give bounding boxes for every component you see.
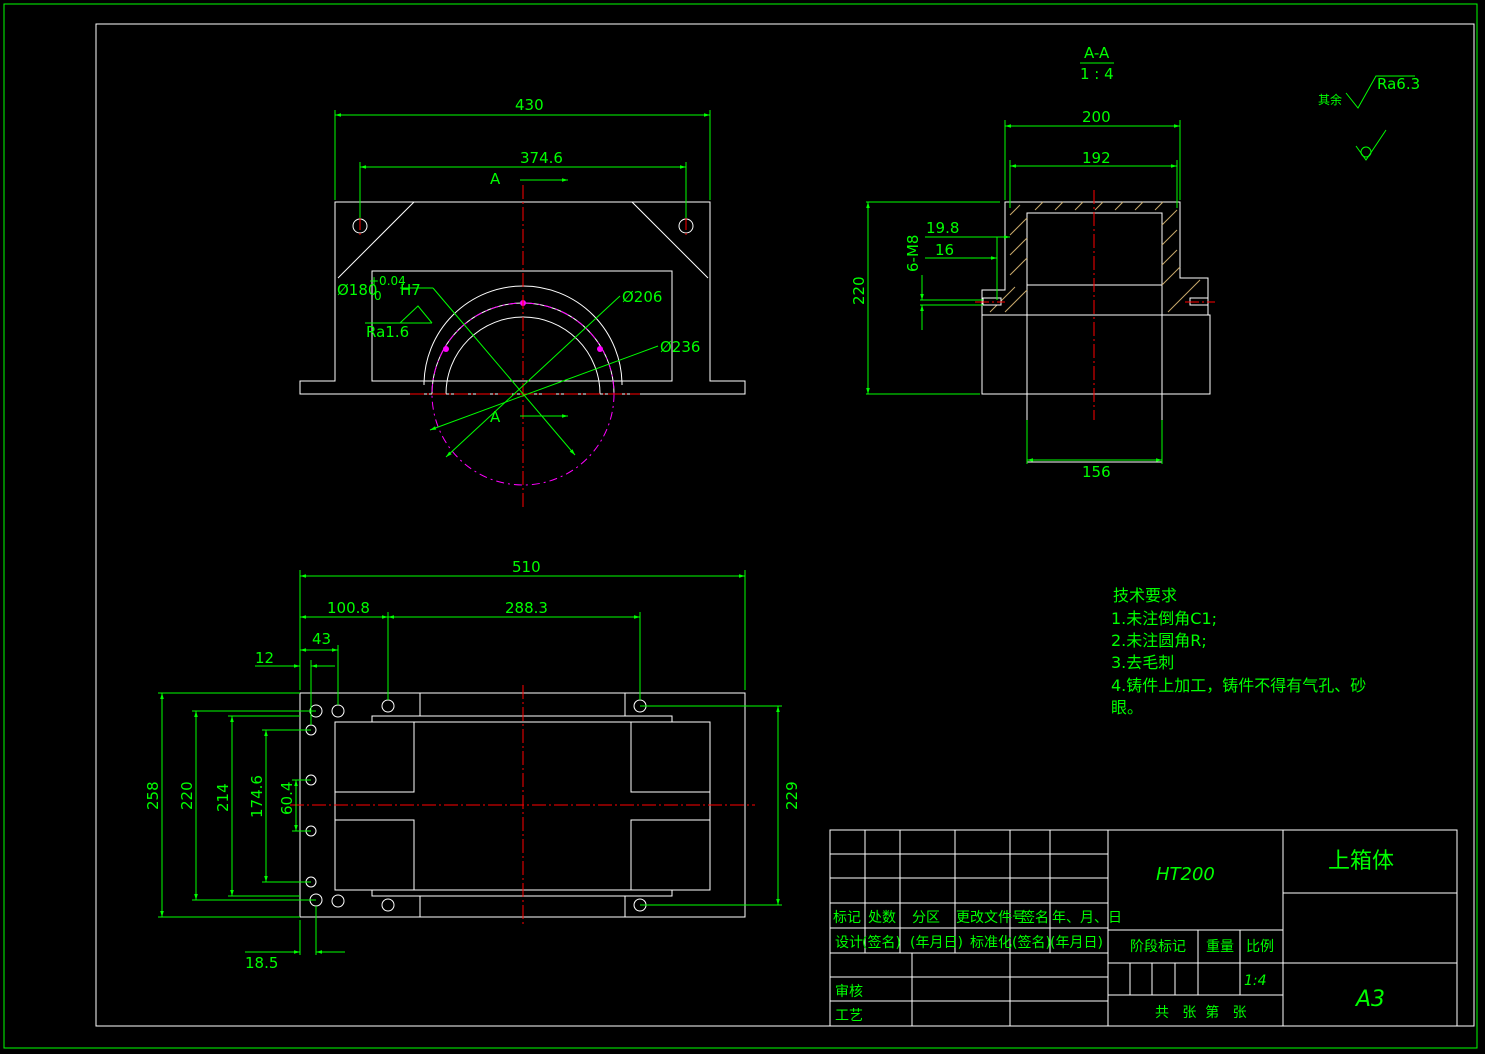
part-name: 上箱体 [1328, 849, 1394, 874]
hdr-sign: 签名 [1021, 909, 1049, 926]
section-scale: 1 : 4 [1080, 65, 1114, 83]
dim-236: Ø236 [660, 338, 700, 356]
process-label: 工艺 [835, 1008, 863, 1024]
title-block [829, 829, 1458, 1027]
scale-value: 1:4 [1244, 973, 1267, 989]
tech-item-1: 1.未注倒角C1; [1111, 609, 1217, 628]
dim-229: 229 [783, 781, 801, 810]
design-label: 设计 [835, 935, 863, 951]
dim-430: 430 [515, 96, 544, 114]
std-label: 标准化 [970, 935, 1012, 951]
dim-bore-tol-upper: +0.04 [369, 274, 406, 288]
std-date: (年月日) [1050, 935, 1103, 951]
dim-258: 258 [144, 781, 162, 810]
dim-220-side: 220 [850, 276, 868, 305]
dim-220-top: 220 [178, 781, 196, 810]
dim-156: 156 [1082, 463, 1111, 481]
dim-bore-fit: H7 [400, 281, 421, 299]
section-mark-top: A [490, 170, 501, 188]
hdr-count: 处数 [868, 910, 896, 926]
tech-item-3: 3.去毛刺 [1111, 653, 1174, 672]
tech-title: 技术要求 [1113, 586, 1177, 605]
roughness-rest-value: Ra6.3 [1377, 75, 1420, 93]
dim-16: 16 [935, 241, 954, 259]
sheet-size: A3 [1354, 987, 1385, 1012]
outer-frame [3, 3, 1478, 1049]
roughness-symbol-icon [1345, 75, 1415, 161]
section-mark-bottom: A [490, 408, 501, 426]
dim-19-8: 19.8 [926, 219, 959, 237]
hdr-mark: 标记 [833, 910, 861, 926]
design-sign: (签名) [862, 934, 901, 951]
weight-label: 重量 [1206, 939, 1234, 955]
material: HT200 [1156, 864, 1215, 885]
dim-510: 510 [512, 558, 541, 576]
hdr-date: 年、月、日 [1052, 910, 1122, 926]
hdr-change-doc: 更改文件号 [956, 910, 1026, 926]
section-label: A-A [1084, 44, 1110, 62]
dim-206: Ø206 [622, 288, 662, 306]
tech-item-4: 4.铸件上加工，铸件不得有气孔、砂 [1111, 676, 1366, 695]
dim-bore-180: Ø180 [337, 281, 377, 299]
dim-60-4: 60.4 [278, 782, 296, 815]
top-view [158, 570, 782, 955]
front-view [299, 110, 746, 510]
dim-6-m8: 6-M8 [904, 235, 922, 272]
dim-12: 12 [255, 649, 274, 667]
dim-200: 200 [1082, 108, 1111, 126]
dim-100-8: 100.8 [327, 599, 370, 617]
std-sign: (签名) [1012, 934, 1051, 951]
dim-18-5: 18.5 [245, 954, 278, 972]
inner-frame [95, 23, 1475, 1027]
roughness-rest-label: 其余 [1318, 92, 1342, 107]
hdr-zone: 分区 [912, 910, 940, 926]
tech-item-4-cont: 眼。 [1111, 698, 1143, 717]
dim-43: 43 [312, 630, 331, 648]
roughness-bore: Ra1.6 [366, 323, 409, 341]
dim-214: 214 [214, 783, 232, 812]
dim-bore-tol-lower: 0 [374, 289, 382, 303]
design-date: (年月日) [910, 935, 963, 951]
dim-374-6: 374.6 [520, 149, 563, 167]
dim-192: 192 [1082, 149, 1111, 167]
tech-item-2: 2.未注圆角R; [1111, 631, 1207, 650]
stage-label: 阶段标记 [1130, 939, 1186, 955]
side-view [866, 120, 1215, 464]
review-label: 审核 [835, 984, 863, 1000]
ratio-label: 比例 [1246, 939, 1274, 955]
dim-288-3: 288.3 [505, 599, 548, 617]
dim-174-6: 174.6 [248, 775, 266, 818]
sheet-info: 共 张 第 张 [1155, 1004, 1247, 1021]
